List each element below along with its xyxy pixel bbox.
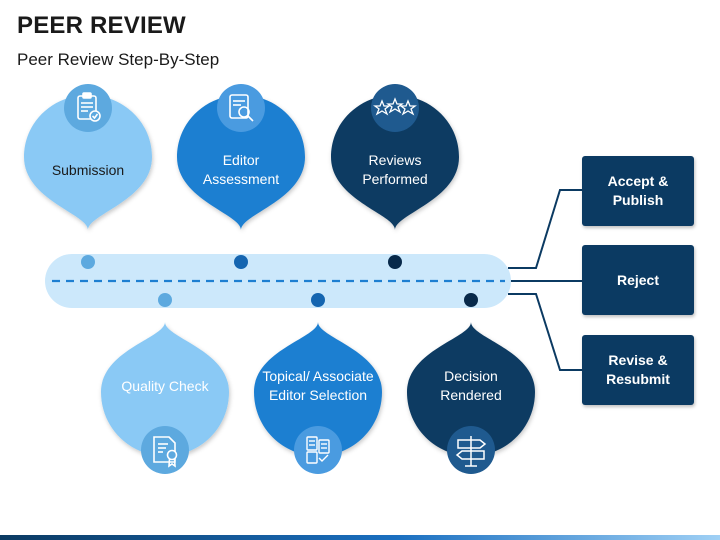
page-title: PEER REVIEW — [17, 12, 186, 39]
signpost-icon — [455, 436, 487, 467]
stage-editor-selection — [254, 293, 382, 474]
bottom-accent-bar — [0, 535, 720, 540]
documents-selection-icon — [306, 436, 330, 464]
stage-editor-assessment — [177, 84, 305, 269]
outcome-reject: Reject — [582, 245, 694, 315]
clipboard-check-icon — [77, 92, 101, 122]
certificate-icon — [153, 436, 178, 468]
page-subtitle: Peer Review Step-By-Step — [17, 50, 220, 69]
stage-label-quality-check: Quality Check — [121, 377, 209, 394]
document-search-icon — [229, 94, 254, 122]
connector-revise — [508, 293, 583, 371]
stage-reviews-performed — [331, 84, 459, 269]
stage-decision-rendered — [407, 293, 535, 474]
stage-label-reviews-performed: Reviews Performed — [362, 152, 428, 187]
outcome-accept-publish: Accept & Publish — [582, 156, 694, 226]
outcome-connectors — [508, 189, 583, 371]
stage-submission — [24, 84, 152, 269]
connector-accept — [508, 189, 583, 269]
stars-rating-icon — [373, 97, 417, 116]
outcome-revise-resubmit: Revise & Resubmit — [582, 335, 694, 405]
stage-quality-check — [101, 293, 229, 474]
stage-label-decision-rendered: Decision Rendered — [440, 368, 502, 403]
stage-label-submission: Submission — [51, 161, 125, 178]
stage-label-editor-selection: Topical/ Associate Editor Selection — [262, 368, 374, 403]
stage-label-editor-assessment: Editor Assessment — [202, 152, 280, 187]
